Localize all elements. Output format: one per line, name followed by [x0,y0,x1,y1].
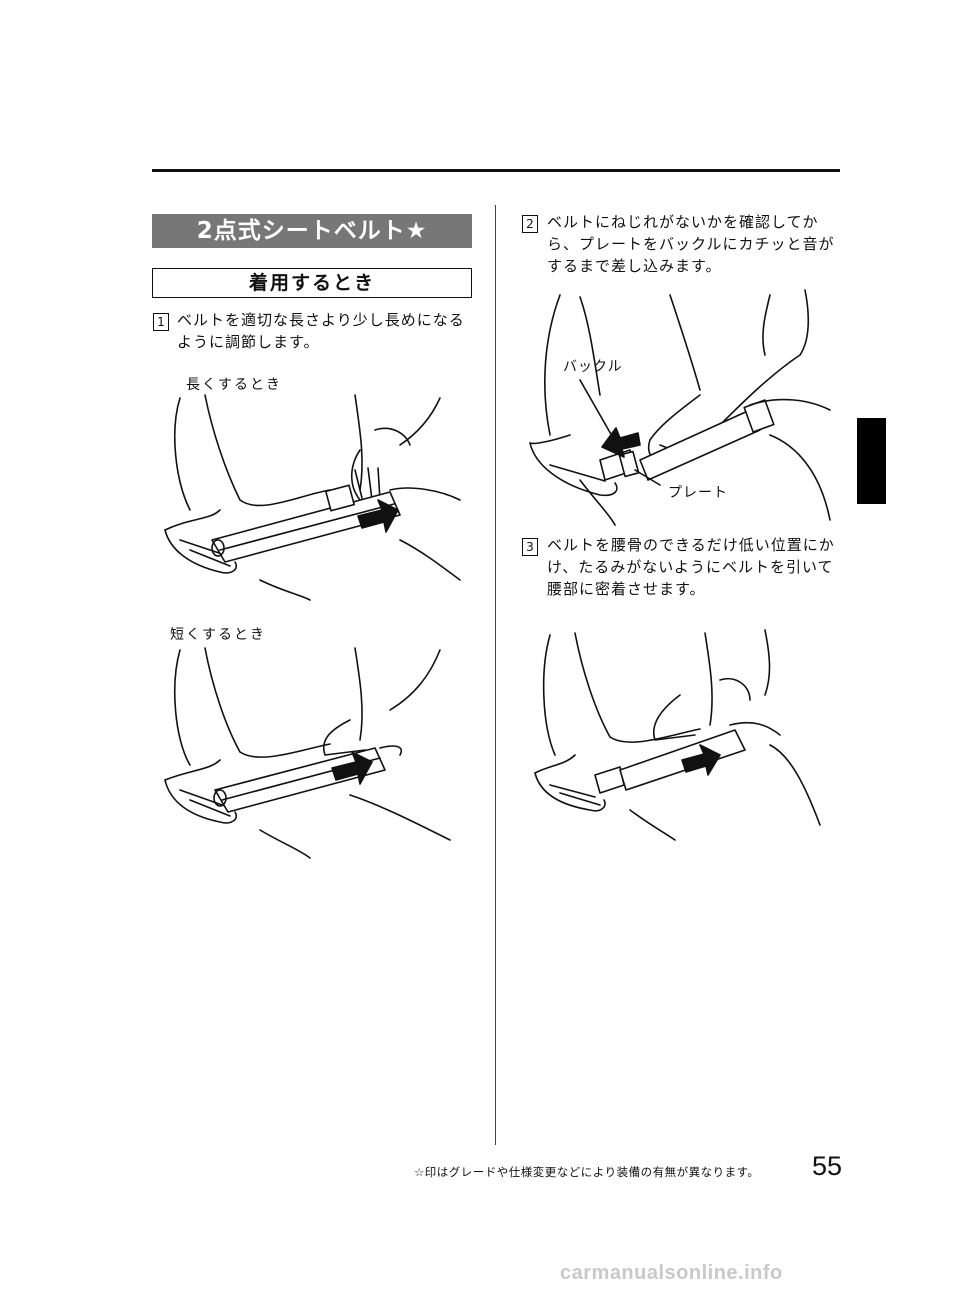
step-2-line-1: ベルトにねじれがないかを確認してか [547,213,819,231]
section-tab [857,418,886,504]
tighten-belt-illustration [534,629,821,841]
lengthen-belt-illustration [164,394,461,601]
step-3-line-3: 腰部に密着させます。 [547,580,706,598]
step-1-line-2: ように調節します。 [177,333,320,351]
subsection-title: 着用するとき [152,268,472,298]
arrow-icon [357,499,399,533]
arrow-icon [331,751,373,785]
step-2-number: 2 [522,215,538,233]
step-3-number: 3 [522,538,538,556]
top-rule [152,169,840,172]
arrow-icon [681,744,721,776]
shorten-belt-illustration [164,647,451,859]
column-divider [495,205,496,1145]
caption-lengthen: 長くするとき [186,377,282,393]
step-2-line-2: ら、プレートをバックルにカチッと音が [547,235,835,253]
arrow-icon [601,427,641,458]
step-3-text: ベルトを腰骨のできるだけ低い位置にか け、たるみがないようにベルトを引いて 腰部… [547,534,835,600]
step-2-line-3: するまで差し込みます。 [547,257,722,275]
plate-label: プレート [668,485,728,501]
footer-note: ☆印はグレードや仕様変更などにより装備の有無が異なります。 [414,1165,760,1179]
buckle-insert-illustration [529,289,831,526]
step-2-text: ベルトにねじれがないかを確認してか ら、プレートをバックルにカチッと音が するま… [547,211,835,277]
section-title: 2点式シートベルト★ [152,214,472,248]
caption-shorten: 短くするとき [170,627,266,643]
buckle-label: バックル [563,359,623,375]
page-number: 55 [812,1151,843,1181]
step-1-text: ベルトを適切な長さより少し長めになる ように調節します。 [177,309,465,353]
watermark: carmanualsonline.info [560,1262,783,1284]
step-1-number: 1 [153,313,169,331]
step-1-line-1: ベルトを適切な長さより少し長めになる [177,311,465,329]
step-3-line-1: ベルトを腰骨のできるだけ低い位置にか [547,536,835,554]
step-3-line-2: け、たるみがないようにベルトを引いて [547,558,834,576]
